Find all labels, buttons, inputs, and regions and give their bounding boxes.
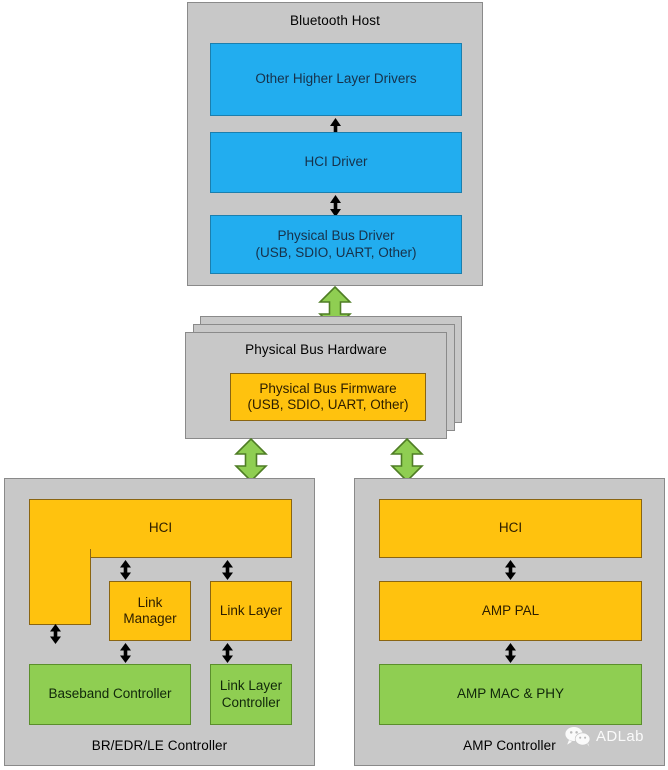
adlab-watermark: ADLab (565, 726, 644, 747)
physical-bus-firmware-label-line2: (USB, SDIO, UART, Other) (247, 397, 409, 412)
arrow-hci-to-link-manager (119, 560, 132, 580)
amp-mac-phy-label: AMP MAC & PHY (456, 686, 565, 702)
bredr-le-controller-panel: HCI Link Manager Link Layer (4, 478, 315, 766)
arrow-host-lower (329, 195, 342, 217)
green-arrow-bus-to-bredr (234, 438, 268, 482)
other-higher-layer-drivers-label: Other Higher Layer Drivers (255, 71, 417, 87)
watermark-label: ADLab (596, 728, 644, 745)
arrow-link-manager-to-baseband (119, 643, 132, 663)
arrow-link-layer-to-link-layer-controller (221, 643, 234, 663)
arrow-amp-hci-to-pal (504, 560, 517, 580)
link-layer-controller-label-line2: Controller (221, 694, 281, 710)
bredr-le-controller-title: BR/EDR/LE Controller (91, 738, 228, 753)
baseband-controller-block: Baseband Controller (29, 664, 191, 725)
bluetooth-host-panel: Bluetooth Host Other Higher Layer Driver… (187, 2, 483, 286)
hci-block-bredr-label: HCI (148, 520, 173, 535)
arrow-amp-pal-to-mac-phy (504, 643, 517, 663)
amp-pal-block: AMP PAL (379, 581, 642, 641)
amp-mac-phy-block: AMP MAC & PHY (379, 664, 642, 725)
link-layer-controller-block: Link Layer Controller (210, 664, 292, 725)
baseband-controller-label: Baseband Controller (48, 686, 172, 702)
amp-controller-panel: HCI AMP PAL AMP MAC & PHY AMP Controller (354, 478, 665, 766)
arrow-hci-to-link-layer (221, 560, 234, 580)
bluetooth-host-title: Bluetooth Host (290, 13, 380, 28)
link-manager-block: Link Manager (109, 581, 191, 641)
link-manager-label-line2: Manager (123, 611, 177, 626)
other-higher-layer-drivers-block: Other Higher Layer Drivers (210, 43, 462, 116)
amp-controller-title: AMP Controller (463, 738, 556, 753)
amp-pal-label: AMP PAL (481, 602, 540, 618)
link-layer-block: Link Layer (210, 581, 292, 641)
link-manager-label-line1: Link (137, 594, 163, 610)
hci-block-bredr-leg (29, 549, 91, 625)
link-layer-label: Link Layer (219, 602, 283, 618)
green-arrow-bus-to-amp (390, 438, 424, 482)
hci-driver-label: HCI Driver (304, 154, 368, 170)
physical-bus-firmware-block: Physical Bus Firmware (USB, SDIO, UART, … (230, 373, 426, 421)
hci-driver-block: HCI Driver (210, 132, 462, 193)
hci-block-amp-label: HCI (498, 520, 523, 536)
physical-bus-driver-label-line2: (USB, SDIO, UART, Other) (255, 244, 417, 260)
link-layer-controller-label-line1: Link Layer (219, 678, 283, 694)
physical-bus-hardware-title: Physical Bus Hardware (245, 342, 387, 357)
wechat-icon (565, 726, 591, 747)
hci-block-amp: HCI (379, 499, 642, 558)
physical-bus-driver-block: Physical Bus Driver (USB, SDIO, UART, Ot… (210, 215, 462, 274)
physical-bus-firmware-label-line1: Physical Bus Firmware (259, 380, 397, 396)
physical-bus-driver-label-line1: Physical Bus Driver (277, 228, 395, 244)
hci-block-bredr: HCI (29, 499, 292, 558)
physical-bus-hardware-panel: Physical Bus Hardware Physical Bus Firmw… (185, 332, 447, 439)
arrow-hci-to-baseband (49, 624, 62, 644)
